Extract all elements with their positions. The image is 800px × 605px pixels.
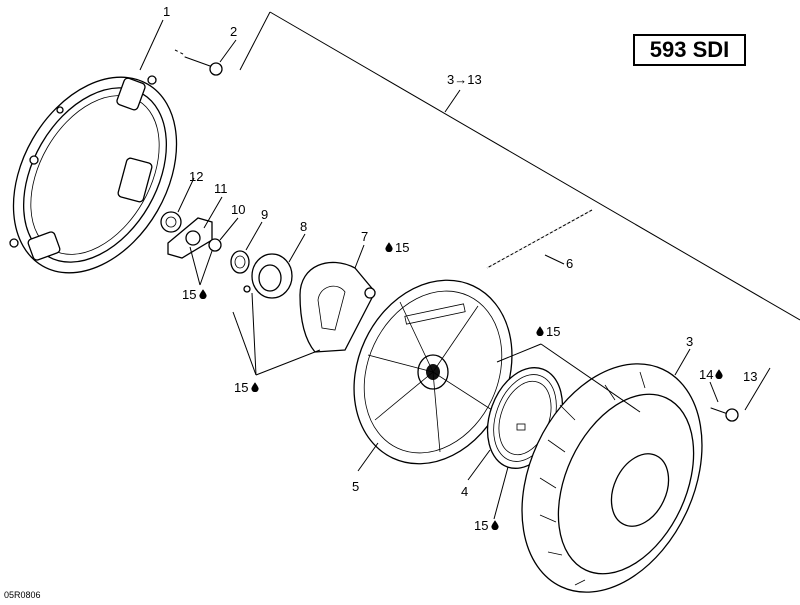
oil-drop-icon <box>491 520 499 530</box>
model-label-box: 593 SDI <box>633 34 746 66</box>
part-10-washer <box>208 238 222 252</box>
callout-11: 11 <box>214 181 228 196</box>
callout-1: 1 <box>163 4 170 19</box>
part-6-rope <box>486 209 593 269</box>
callout-3-13: 3→13 <box>447 72 482 87</box>
oil-drop-icon <box>199 289 207 299</box>
part-7-pawl <box>299 261 376 353</box>
part-8-spring-plate <box>243 253 293 299</box>
oil-drop-icon <box>251 382 259 392</box>
part-12-nut <box>160 211 182 233</box>
callout-6: 6 <box>566 256 573 271</box>
callout-15: 15 <box>234 380 248 395</box>
part-1-starter-housing-ring <box>9 75 178 274</box>
part-5-rope-pulley <box>353 279 513 465</box>
oil-drop-icon <box>536 326 544 336</box>
callout-2: 2 <box>230 24 237 39</box>
document-reference: 05R0806 <box>4 590 41 600</box>
oil-drop-icon <box>385 242 393 252</box>
callout-8: 8 <box>300 219 307 234</box>
leader-lines <box>139 11 800 520</box>
callout-12: 12 <box>189 169 203 184</box>
callout-7: 7 <box>361 229 368 244</box>
callout-15: 15 <box>395 240 409 255</box>
model-label: 593 SDI <box>649 37 730 62</box>
callout-15: 15 <box>182 287 196 302</box>
callout-3: 3 <box>686 334 693 349</box>
part-3-starter-cover <box>521 363 703 593</box>
callout-15: 15 <box>474 518 488 533</box>
callout-15: 15 <box>546 324 560 339</box>
oil-drop-icon <box>715 369 723 379</box>
callout-4: 4 <box>461 484 468 499</box>
part-13-screw <box>710 407 739 422</box>
part-9-bushing <box>230 250 250 274</box>
callout-10: 10 <box>231 202 245 217</box>
part-2-screw <box>174 49 223 76</box>
callout-14: 14 <box>699 367 713 382</box>
callout-9: 9 <box>261 207 268 222</box>
callouts: 1 2 3→13 12 11 10 9 8 7 15 6 15 15 3 14 … <box>163 4 757 533</box>
callout-5: 5 <box>352 479 359 494</box>
callout-13: 13 <box>743 369 757 384</box>
